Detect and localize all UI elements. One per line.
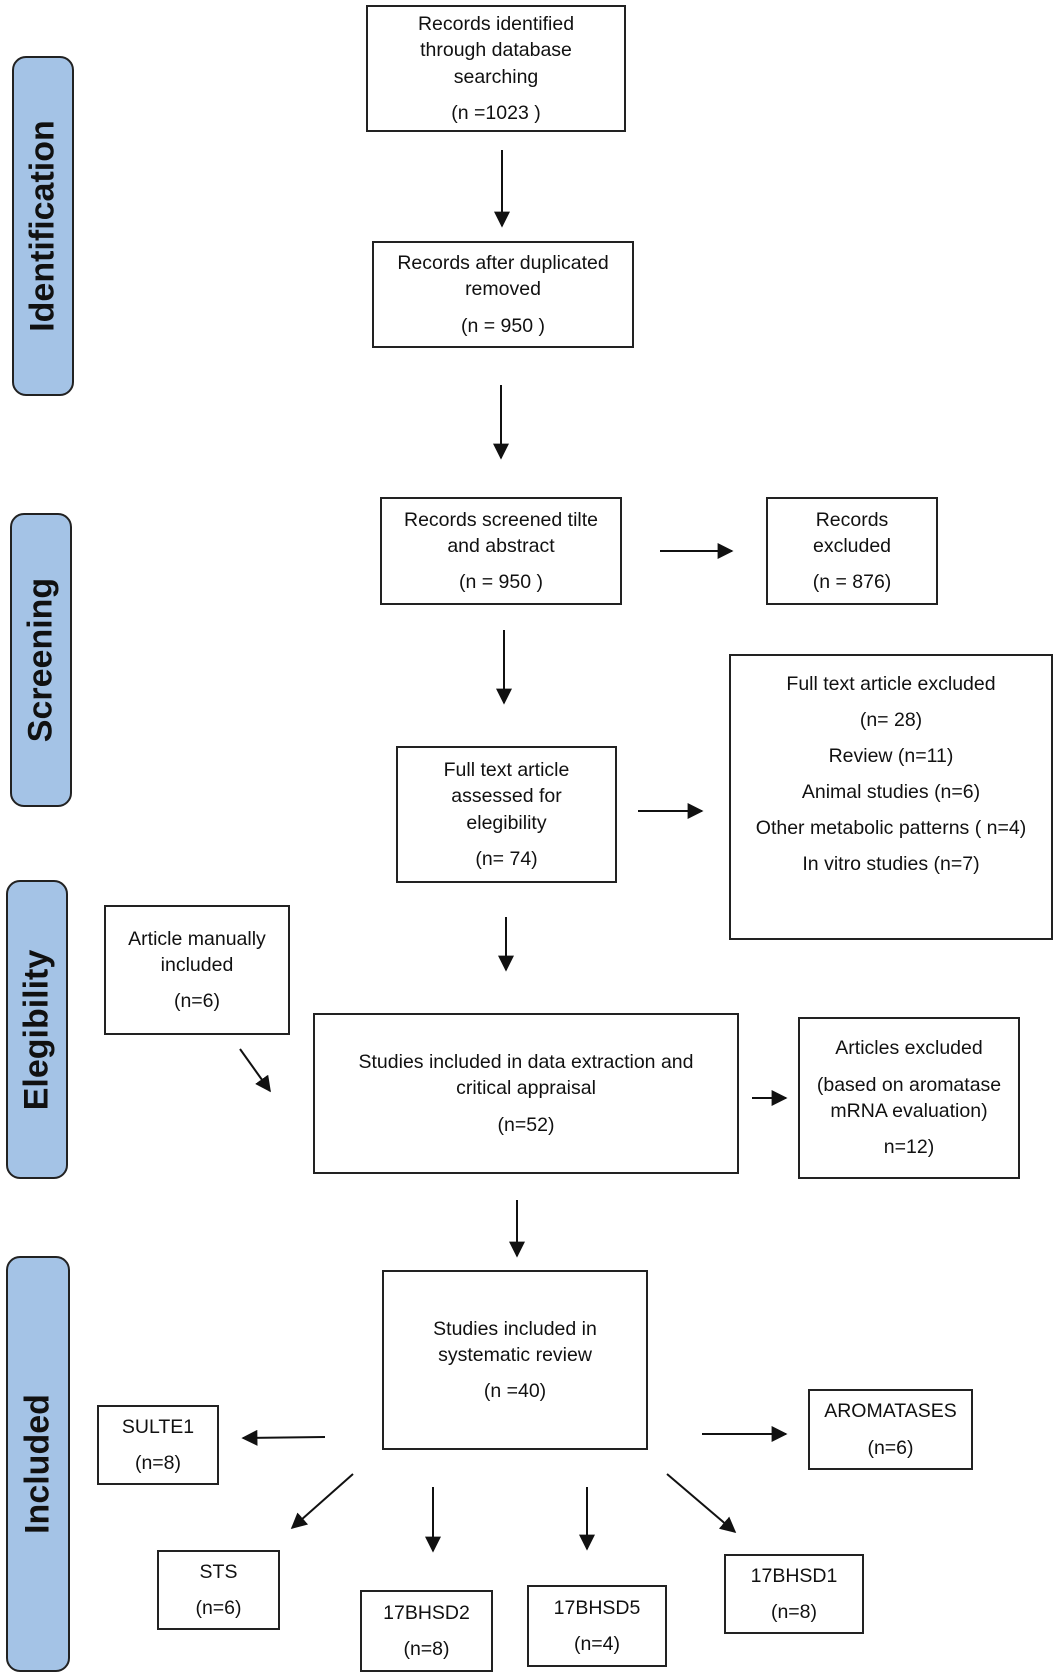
- full-text-assessed-count: (n= 74): [475, 847, 538, 870]
- articles-excluded-line3: mRNA evaluation): [830, 1100, 988, 1122]
- box-full-text-assessed: Full text article assessed for elegibili…: [396, 746, 617, 883]
- box-data-extraction: Studies included in data extraction and …: [313, 1013, 739, 1174]
- data-extraction-line1: Studies included in data extraction and: [358, 1051, 694, 1074]
- arrow-review-to-17bhsd1: [666, 1473, 737, 1534]
- box-systematic-review: Studies included in systematic review (n…: [382, 1270, 648, 1450]
- records-excluded-line2: excluded: [812, 534, 892, 557]
- box-records-deduplicated: Records after duplicated removed (n = 95…: [372, 241, 634, 348]
- articles-excluded-count: n=12): [883, 1136, 935, 1159]
- aromatases-label: AROMATASES: [824, 1400, 957, 1423]
- records-excluded-line1: Records: [815, 508, 889, 531]
- stage-label-screening: Screening: [10, 513, 72, 807]
- full-text-assessed-line2: assessed for: [451, 785, 562, 808]
- sts-label: STS: [199, 1560, 238, 1583]
- box-records-identified: Records identified through database sear…: [366, 5, 626, 132]
- arrow-review-to-sulte1: [241, 1429, 326, 1446]
- 17bhsd5-label: 17BHSD5: [553, 1596, 641, 1619]
- records-screened-line2: and abstract: [447, 534, 555, 557]
- full-text-excluded-count: (n= 28): [859, 709, 923, 731]
- records-deduplicated-line2: removed: [465, 278, 541, 301]
- arrow-review-to-sts: [290, 1473, 354, 1530]
- manually-included-line2: included: [160, 953, 234, 976]
- stage-label-identification: Identification: [12, 56, 74, 396]
- records-identified-line1: Records identified: [417, 12, 575, 35]
- exclusion-reason-review: Review (n=11): [828, 745, 954, 767]
- systematic-review-line1: Studies included in: [433, 1317, 597, 1340]
- box-articles-excluded: Articles excluded (based on aromatase mR…: [798, 1017, 1020, 1179]
- box-records-screened: Records screened tilte and abstract (n =…: [380, 497, 622, 605]
- data-extraction-count: (n=52): [497, 1113, 555, 1136]
- box-records-excluded: Records excluded (n = 876): [766, 497, 938, 605]
- exclusion-reason-metabolic: Other metabolic patterns ( n=4): [755, 817, 1027, 839]
- exclusion-reason-in-vitro: In vitro studies (n=7): [802, 853, 980, 875]
- records-identified-line3: searching: [453, 65, 539, 88]
- arrow-manual-to-data-extraction: [239, 1048, 271, 1093]
- records-identified-line2: through database: [420, 39, 572, 62]
- box-full-text-excluded: Full text article excluded (n= 28) Revie…: [729, 654, 1053, 940]
- 17bhsd1-label: 17BHSD1: [750, 1564, 838, 1587]
- 17bhsd1-count: (n=8): [770, 1601, 818, 1623]
- 17bhsd2-count: (n=8): [403, 1638, 450, 1660]
- systematic-review-line2: systematic review: [438, 1343, 592, 1366]
- sulte1-label: SULTE1: [121, 1415, 195, 1438]
- full-text-assessed-line1: Full text article: [443, 758, 570, 781]
- box-17bhsd5: 17BHSD5 (n=4): [527, 1585, 667, 1667]
- records-deduplicated-line1: Records after duplicated: [397, 252, 609, 275]
- box-aromatases: AROMATASES (n=6): [808, 1389, 973, 1470]
- data-extraction-line2: critical appraisal: [456, 1077, 596, 1100]
- records-screened-count: (n = 950 ): [458, 571, 543, 594]
- exclusion-reason-animal: Animal studies (n=6): [801, 781, 981, 803]
- aromatases-count: (n=6): [867, 1436, 914, 1459]
- systematic-review-count: (n =40): [483, 1380, 547, 1403]
- 17bhsd2-label: 17BHSD2: [383, 1601, 470, 1624]
- box-sulte1: SULTE1 (n=8): [97, 1405, 219, 1485]
- manually-included-count: (n=6): [173, 990, 221, 1013]
- box-manually-included: Article manually included (n=6): [104, 905, 290, 1035]
- box-17bhsd2: 17BHSD2 (n=8): [360, 1590, 493, 1672]
- stage-label-elegibility: Elegibility: [6, 880, 68, 1179]
- records-identified-count: (n =1023 ): [451, 101, 541, 124]
- manually-included-line1: Article manually: [128, 927, 266, 950]
- articles-excluded-line1: Articles excluded: [835, 1037, 983, 1060]
- sulte1-count: (n=8): [134, 1452, 182, 1474]
- box-17bhsd1: 17BHSD1 (n=8): [724, 1554, 864, 1634]
- articles-excluded-line2: (based on aromatase: [816, 1073, 1002, 1096]
- records-screened-line1: Records screened tilte: [403, 508, 598, 531]
- stage-label-included: Included: [6, 1256, 70, 1672]
- records-excluded-count: (n = 876): [812, 571, 892, 594]
- full-text-excluded-title: Full text article excluded: [786, 673, 996, 695]
- records-deduplicated-count: (n = 950 ): [460, 314, 545, 337]
- box-sts: STS (n=6): [157, 1550, 280, 1630]
- sts-count: (n=6): [195, 1597, 242, 1619]
- full-text-assessed-line3: elegibility: [466, 811, 547, 834]
- 17bhsd5-count: (n=4): [573, 1633, 621, 1655]
